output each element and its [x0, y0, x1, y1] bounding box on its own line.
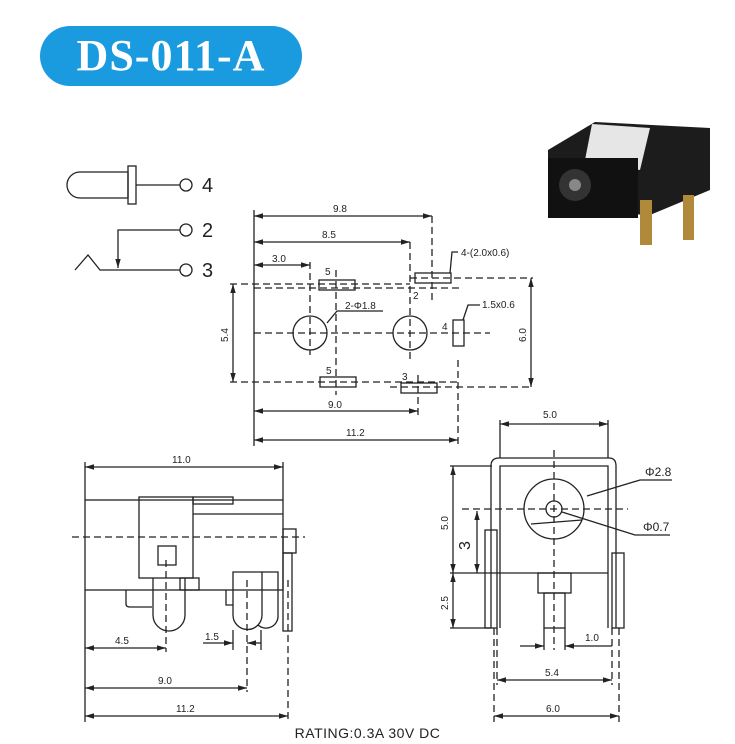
dim-9-8: 9.8	[333, 204, 347, 215]
pad-label: 3	[402, 372, 408, 383]
callout-pin-diameter: Φ0.7	[643, 520, 670, 534]
pin-label-2: 2	[202, 220, 213, 242]
dim-6-0: 6.0	[518, 328, 529, 342]
part-number-title: DS-011-A	[40, 26, 302, 86]
pin-label-4: 4	[202, 175, 213, 197]
dim-5-0-height: 5.0	[440, 516, 451, 530]
rating-text: RATING:0.3A 30V DC	[294, 725, 441, 741]
dim-11-0: 11.0	[172, 455, 191, 466]
dim-11-2: 11.2	[346, 428, 365, 439]
dim-11-2-side: 11.2	[176, 704, 195, 715]
pin-label-3: 3	[202, 260, 213, 282]
dim-6-0-front: 6.0	[546, 704, 560, 715]
front-view: 5.0 5.0 3 2.5 Φ2.8 Φ0.7 1.0	[440, 410, 672, 722]
dim-4-5: 4.5	[115, 636, 129, 647]
dim-3: 3	[457, 541, 474, 550]
schematic-symbol: 4 2 3	[66, 165, 213, 282]
callout-outer-diameter: Φ2.8	[645, 465, 672, 479]
dim-1-0: 1.0	[585, 633, 599, 644]
dim-3-0: 3.0	[272, 254, 286, 265]
pad-label: 4	[442, 322, 448, 333]
side-view: 11.0 4.5 1.5 9.0 11.2	[72, 455, 305, 722]
dim-5-4: 5.4	[220, 328, 231, 342]
product-photo	[548, 122, 710, 245]
dim-9-0-side: 9.0	[158, 676, 172, 687]
dim-1-5: 1.5	[205, 632, 219, 643]
dim-2-5: 2.5	[440, 596, 451, 610]
pad-label: 5	[326, 366, 332, 377]
pad-label: 2	[413, 291, 419, 302]
callout-pad-size: 4-(2.0x0.6)	[461, 248, 509, 259]
callout-pad4-size: 1.5x0.6	[482, 300, 515, 311]
dim-5-4-front: 5.4	[545, 668, 559, 679]
pcb-footprint-view: 9.8 8.5 3.0 5 2 4 5 3 4-(2.0x0.6) 2-Φ1.8…	[220, 204, 534, 446]
pad-label: 5	[325, 267, 331, 278]
dim-5-0-width: 5.0	[543, 410, 557, 421]
dim-9-0: 9.0	[328, 400, 342, 411]
callout-hole-diameter: 2-Φ1.8	[345, 301, 376, 312]
dim-8-5: 8.5	[322, 230, 336, 241]
